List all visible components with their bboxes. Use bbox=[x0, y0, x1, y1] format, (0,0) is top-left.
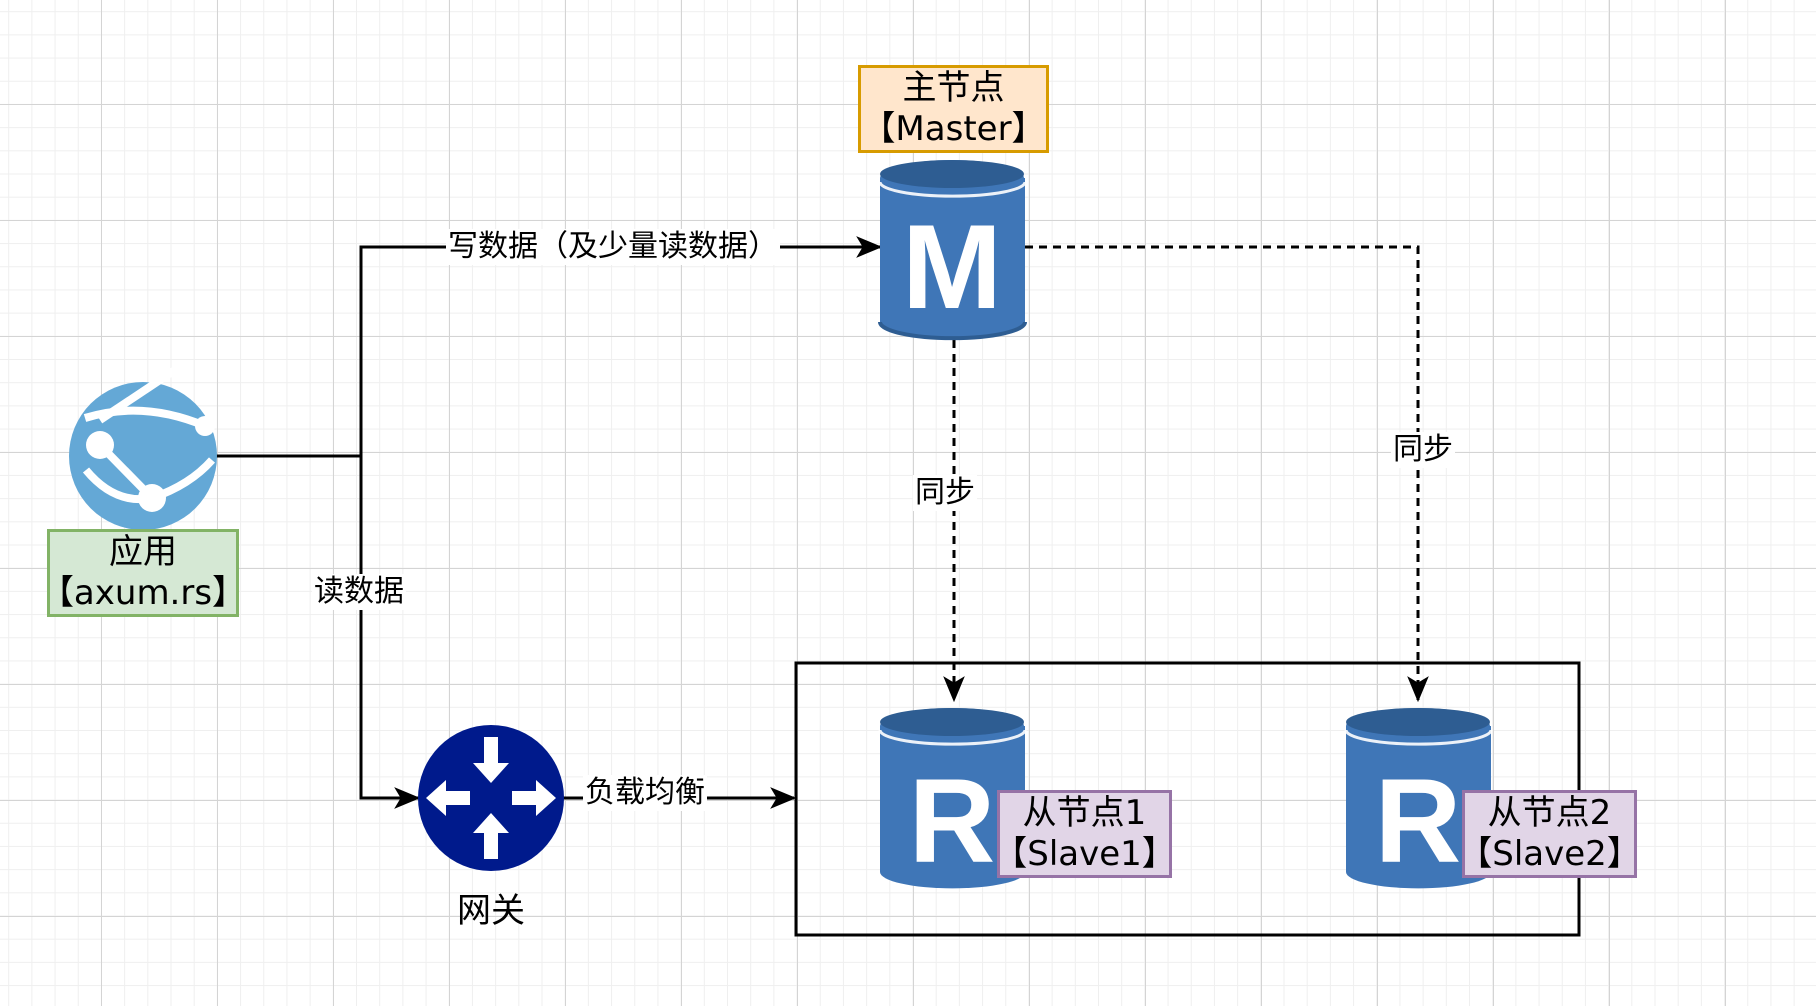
slave1-node-subtitle: 【Slave1】 bbox=[993, 834, 1176, 874]
sync1-edge-label: 同步 bbox=[913, 475, 977, 511]
master-db-letter: M bbox=[902, 200, 1002, 334]
web-app-globe-icon bbox=[69, 366, 217, 530]
slave2-db-letter: R bbox=[1375, 754, 1462, 888]
slave2-database-icon bbox=[1344, 708, 1493, 889]
slave1-node-title: 从节点1 bbox=[1022, 793, 1147, 833]
router-arrows-icon bbox=[418, 725, 564, 871]
master-node-subtitle: 【Master】 bbox=[861, 109, 1046, 149]
sync2-edge bbox=[1025, 245, 1429, 703]
gateway-label: 网关 bbox=[457, 891, 525, 931]
slave1-database-icon bbox=[878, 708, 1027, 889]
slave2-node-subtitle: 【Slave2】 bbox=[1458, 834, 1641, 874]
read-edge-label: 读数据 bbox=[312, 574, 406, 610]
slave1-node-box: 从节点1 【Slave1】 bbox=[993, 790, 1176, 878]
app-node-subtitle: 【axum.rs】 bbox=[39, 573, 247, 613]
app-node-title: 应用 bbox=[109, 532, 177, 572]
read-edge bbox=[359, 456, 421, 809]
slave2-node-box: 从节点2 【Slave2】 bbox=[1458, 790, 1641, 878]
master-node-title: 主节点 bbox=[902, 68, 1005, 108]
write-edge bbox=[359, 236, 883, 456]
sync2-edge-label: 同步 bbox=[1391, 432, 1455, 468]
master-node-box: 主节点 【Master】 bbox=[858, 65, 1049, 153]
slave1-db-letter: R bbox=[909, 754, 996, 888]
load-balance-edge-label: 负载均衡 bbox=[583, 775, 707, 811]
app-node-box: 应用 【axum.rs】 bbox=[40, 529, 246, 617]
master-database-icon bbox=[878, 160, 1027, 341]
write-edge-label: 写数据（及少量读数据） bbox=[446, 229, 780, 265]
slave2-node-title: 从节点2 bbox=[1487, 793, 1612, 833]
